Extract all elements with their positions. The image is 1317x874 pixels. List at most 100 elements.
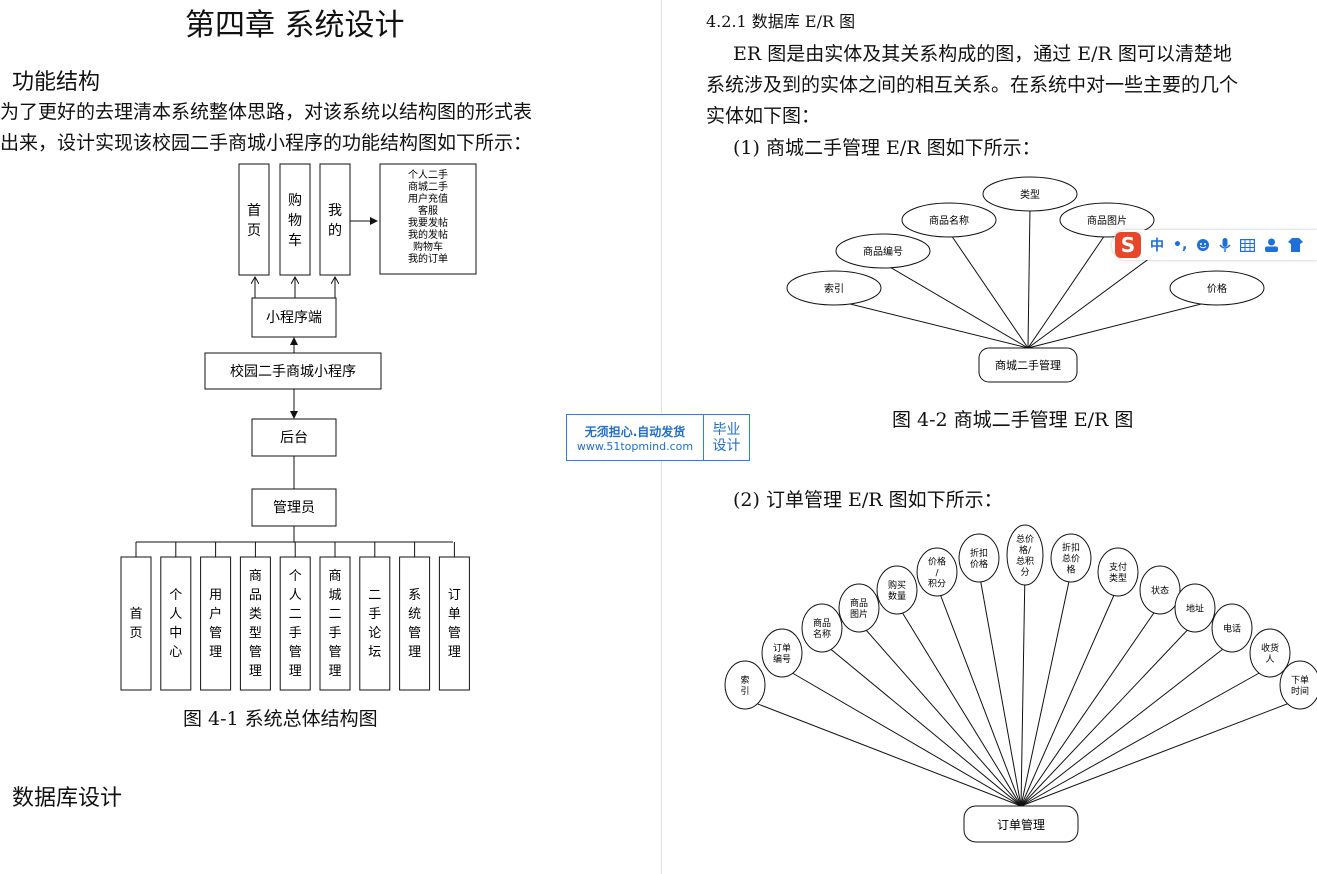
section-function-heading: 功能结构 [12,70,101,95]
admin-module-label: 心 [169,645,182,660]
subsection-heading: 4.2.1 数据库 E/R 图 [706,12,856,31]
mine-item-label: 客服 [418,204,438,217]
er2-entity-label: 订单管理 [997,817,1045,832]
admin-module-label: 坛 [368,645,381,660]
er2-attribute-label: 价格 [970,558,988,570]
er1-attribute-label: 类型 [1020,188,1040,201]
mine-item-label: 我要发帖 [408,216,448,229]
top-nav-box [238,163,270,276]
admin-module-label: 商 [328,569,341,584]
er2-attribute-ellipse [1139,565,1181,615]
mine-items-box [379,163,477,275]
er2-attribute-label: 人 [1265,654,1274,665]
admin-module-box [239,556,271,691]
intro-line-1: 为了更好的去理清本系统整体思路，对该系统以结构图的形式表 [0,101,533,123]
er2-attribute-label: 总价 [1016,533,1034,545]
top-nav-label: 购 [288,193,302,209]
admin-module-label: 个 [289,569,302,584]
admin-module-label: 用 [209,588,222,603]
er1-attribute-ellipse [982,176,1078,212]
er2-attribute-label: 支付 [1109,561,1127,573]
er2-attribute-label: 购买 [888,579,906,591]
watermark-badge: 无须担心.自动发货 www.51topmind.com 毕业 设计 [566,414,750,461]
admin-module-label: 管 [328,645,341,660]
er2-attribute-ellipse [1174,583,1216,633]
er2-attribute-label: 编号 [773,653,791,665]
watermark-url: www.51topmind.com [576,439,694,453]
er-para-line-1: ER 图是由实体及其关系构成的图，通过 E/R 图可以清楚地 [733,43,1232,65]
system-box [204,352,382,390]
mine-item-label: 商城二手 [408,180,448,193]
admin-module-box [279,556,311,691]
er2-attribute-label: 状态 [1151,585,1169,597]
admin-module-label: 首 [129,607,142,622]
er2-attribute-label: 格 [1066,564,1075,576]
admin-module-box [359,556,391,691]
er2-attribute-label: 类型 [1109,572,1127,584]
er2-attribute-label: 总价 [1062,553,1080,565]
er2-entity-box [963,805,1079,843]
er2-attribute-label: 商品 [850,597,868,609]
er1-attribute-label: 商品图片 [1087,214,1127,227]
admin-module-label: 手 [289,626,302,641]
ime-toolbar[interactable]: S 中 •, [1112,230,1317,260]
mine-item-label: 我的订单 [408,252,448,265]
er1-attribute-label: 商品名称 [929,214,969,227]
er2-attribute-ellipse [1006,524,1044,586]
admin-module-label: 理 [289,664,302,679]
admin-module-box [200,556,232,691]
backend-box [251,418,337,457]
watermark-badge-1: 毕业 [712,421,741,438]
chapter-title: 第四章 系统设计 [185,8,405,43]
admin-module-label: 管 [408,626,421,641]
er2-attribute-ellipse [1249,628,1291,678]
admin-module-label: 管 [289,645,302,660]
admin-module-label: 城 [328,588,341,603]
admin-module-label: 二 [289,607,302,622]
mine-item-label: 购物车 [413,240,443,253]
admin-module-label: 理 [408,645,421,660]
mine-item-label: 用户充值 [408,192,448,205]
admin-module-label: 页 [129,626,142,641]
er2-intro: (2) 订单管理 E/R 图如下所示： [733,489,1003,511]
top-nav-label: 车 [288,232,302,249]
mine-item-label: 我的发帖 [408,228,448,241]
admin-label: 管理员 [273,500,315,516]
client-label: 小程序端 [266,310,322,326]
ime-logo-icon[interactable]: S [1115,232,1141,258]
er2-attribute-label: 索 [740,674,749,686]
admin-module-label: 论 [368,626,381,641]
client-box [251,297,337,338]
ime-mode-toggle[interactable]: 中 [1150,238,1164,254]
er2-attribute-label: 收货 [1261,642,1279,654]
ime-punct-toggle[interactable]: •, [1173,237,1188,253]
top-nav-box [319,163,351,276]
emoji-icon[interactable] [1196,238,1210,252]
admin-module-label: 统 [408,607,421,622]
top-nav-label: 的 [328,223,342,239]
admin-module-label: 人 [169,607,182,622]
microphone-icon[interactable] [1219,237,1231,253]
er2-attribute-label: 电话 [1223,623,1241,635]
top-nav-box [279,163,311,276]
er2-attribute-ellipse [916,547,958,597]
keyboard-icon[interactable] [1240,238,1256,252]
er-para-line-2: 系统涉及到的实体之间的相互关系。在系统中对一些主要的几个 [706,74,1239,96]
admin-module-label: 二 [368,588,381,603]
er1-attribute-ellipse [786,270,882,306]
admin-module-label: 管 [209,626,222,641]
er2-attribute-ellipse [1050,533,1092,583]
er1-attribute-ellipse [835,233,931,269]
top-nav-label: 物 [288,213,302,229]
skin-icon[interactable] [1288,238,1304,252]
user-icon[interactable] [1264,238,1279,252]
er2-attribute-label: 分 [1020,567,1029,578]
admin-module-label: 个 [169,588,182,603]
er2-attribute-label: 下单 [1291,674,1309,686]
er2-attribute-label: 图片 [850,608,868,620]
er1-entity-box [978,347,1078,383]
er1-attribute-label: 商品编号 [863,245,903,258]
er1-attribute-ellipse [1169,270,1265,306]
er2-attribute-ellipse [958,533,1000,583]
